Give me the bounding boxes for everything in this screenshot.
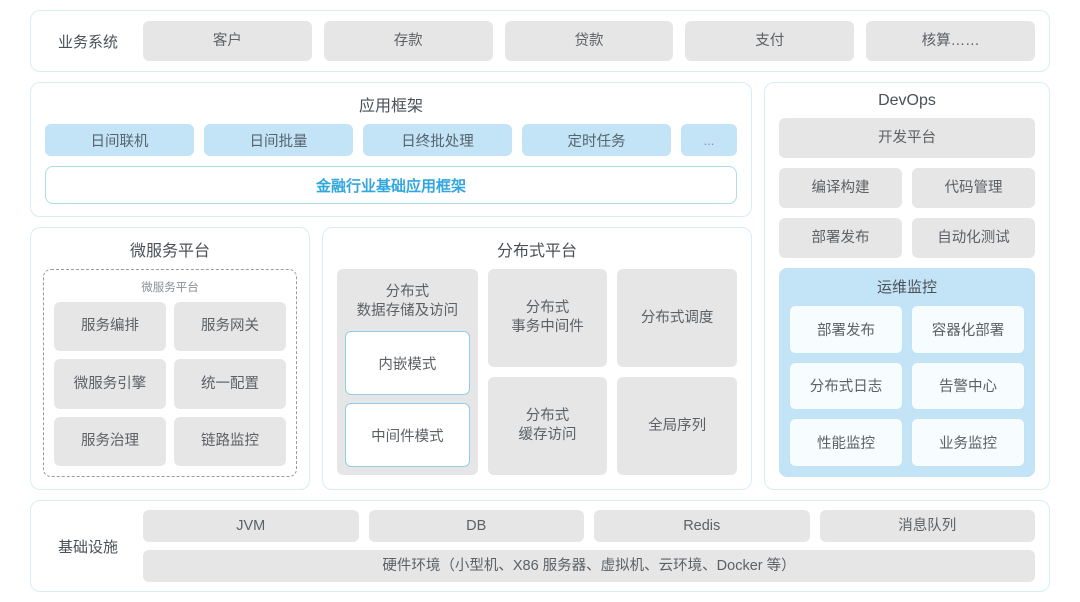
dp-card-0-line2: 事务中间件 — [511, 319, 584, 335]
infra-item-db[interactable]: DB — [368, 510, 584, 542]
ops-monitoring-grid: 部署发布 容器化部署 分布式日志 告警中心 性能监控 业务监控 — [789, 305, 1025, 467]
application-framework-title: 应用框架 — [358, 98, 423, 115]
infra-item-jvm[interactable]: JVM — [143, 510, 359, 542]
infra-item-message-queue[interactable]: 消息队列 — [819, 510, 1035, 542]
ms-item-trace-monitoring[interactable]: 链路监控 — [174, 416, 286, 466]
app-pill-daytime-batch[interactable]: 日间批量 — [204, 124, 353, 156]
application-framework-section: 应用框架 日间联机 日间批量 日终批处理 定时任务 ... 金融行业基础应用框架 — [30, 82, 752, 217]
devops-item-dev-platform[interactable]: 开发平台 — [779, 118, 1035, 158]
devops-section: DevOps 开发平台 编译构建 代码管理 部署发布 自动化测试 运维监控 部署… — [764, 82, 1050, 490]
infrastructure-list: JVM DB Redis 消息队列 — [143, 510, 1035, 542]
ops-monitoring-title: 运维监控 — [876, 279, 937, 296]
microservice-platform-subtitle: 微服务平台 — [141, 282, 199, 294]
microservice-platform-title: 微服务平台 — [129, 243, 210, 260]
dp-mode-embedded[interactable]: 内嵌模式 — [345, 331, 470, 396]
ms-item-service-orchestration[interactable]: 服务编排 — [54, 302, 166, 352]
dp-card-0-line1: 分布式 — [525, 300, 570, 317]
devops-grid: 编译构建 代码管理 部署发布 自动化测试 — [779, 168, 1035, 258]
devops-item-compile-build[interactable]: 编译构建 — [779, 168, 902, 208]
infra-item-hardware-environment[interactable]: 硬件环境（小型机、X86 服务器、虚拟机、云环境、Docker 等） — [143, 550, 1035, 582]
platform-lower-row: 微服务平台 微服务平台 服务编排 服务网关 微服务引擎 统一配置 服务治理 链路… — [30, 227, 752, 490]
application-framework-pills: 日间联机 日间批量 日终批处理 定时任务 ... — [45, 124, 737, 156]
ms-item-service-governance[interactable]: 服务治理 — [54, 416, 166, 466]
dp-card-transaction-middleware[interactable]: 分布式 事务中间件 — [487, 269, 608, 367]
infrastructure-content: JVM DB Redis 消息队列 硬件环境（小型机、X86 服务器、虚拟机、云… — [143, 510, 1035, 582]
ops-item-distributed-log[interactable]: 分布式日志 — [789, 361, 903, 411]
distributed-platform-title: 分布式平台 — [496, 243, 577, 260]
ops-item-deploy-release[interactable]: 部署发布 — [789, 305, 903, 354]
business-item-payment[interactable]: 支付 — [685, 21, 855, 61]
devops-item-automated-test[interactable]: 自动化测试 — [912, 218, 1035, 258]
ms-item-service-gateway[interactable]: 服务网关 — [174, 302, 286, 352]
ops-monitoring-section: 运维监控 部署发布 容器化部署 分布式日志 告警中心 性能监控 业务监控 — [779, 268, 1035, 477]
platform-layer: 应用框架 日间联机 日间批量 日终批处理 定时任务 ... 金融行业基础应用框架… — [30, 82, 1050, 490]
infrastructure-label: 基础设施 — [57, 538, 118, 556]
dp-card-global-sequence[interactable]: 全局序列 — [617, 377, 737, 475]
dp-card-2-line1: 分布式 — [525, 408, 570, 425]
finance-base-framework-banner: 金融行业基础应用框架 — [45, 166, 737, 204]
dp-storage-title-line2: 数据存储及访问 — [356, 303, 459, 320]
dp-storage-title-line1: 分布式 — [385, 284, 430, 300]
app-pill-eod-batch[interactable]: 日终批处理 — [363, 124, 512, 156]
business-system-section: 业务系统 客户 存款 贷款 支付 核算…… — [30, 10, 1050, 72]
business-system-list: 客户 存款 贷款 支付 核算…… — [143, 21, 1035, 61]
ops-item-performance-monitoring[interactable]: 性能监控 — [789, 418, 903, 467]
devops-item-deploy-release[interactable]: 部署发布 — [779, 218, 902, 258]
dp-storage-title: 分布式 数据存储及访问 — [345, 277, 470, 323]
infrastructure-section: 基础设施 JVM DB Redis 消息队列 硬件环境（小型机、X86 服务器、… — [30, 500, 1050, 592]
business-item-customer[interactable]: 客户 — [143, 21, 312, 61]
microservice-platform-section: 微服务平台 微服务平台 服务编排 服务网关 微服务引擎 统一配置 服务治理 链路… — [30, 227, 310, 490]
business-item-loan[interactable]: 贷款 — [504, 21, 674, 61]
microservice-platform-inner-box: 微服务平台 服务编排 服务网关 微服务引擎 统一配置 服务治理 链路监控 — [43, 269, 297, 477]
distributed-platform-cards: 分布式 事务中间件 分布式调度 分布式 缓存访问 — [487, 269, 737, 475]
app-pill-daytime-online[interactable]: 日间联机 — [45, 124, 194, 156]
dp-card-2-line2: 缓存访问 — [518, 427, 577, 443]
devops-title: DevOps — [878, 92, 936, 109]
infra-item-redis[interactable]: Redis — [594, 510, 810, 542]
distributed-platform-section: 分布式平台 分布式 数据存储及访问 内嵌模式 中间件模式 — [322, 227, 752, 490]
ops-item-alert-center[interactable]: 告警中心 — [911, 361, 1025, 411]
app-pill-scheduled-task[interactable]: 定时任务 — [522, 124, 671, 156]
ops-item-business-monitoring[interactable]: 业务监控 — [911, 418, 1025, 467]
business-item-accounting[interactable]: 核算…… — [866, 21, 1035, 61]
dp-mode-middleware[interactable]: 中间件模式 — [345, 403, 470, 467]
ops-item-container-deploy[interactable]: 容器化部署 — [911, 305, 1025, 354]
business-system-label: 业务系统 — [57, 33, 118, 51]
dp-card-distributed-cache[interactable]: 分布式 缓存访问 — [487, 377, 608, 475]
business-item-deposit[interactable]: 存款 — [323, 21, 493, 61]
dp-card-distributed-storage[interactable]: 分布式 数据存储及访问 内嵌模式 中间件模式 — [337, 269, 478, 475]
ms-item-unified-config[interactable]: 统一配置 — [174, 359, 286, 409]
platform-left-column: 应用框架 日间联机 日间批量 日终批处理 定时任务 ... 金融行业基础应用框架… — [30, 82, 752, 490]
microservice-platform-grid: 服务编排 服务网关 微服务引擎 统一配置 服务治理 链路监控 — [54, 302, 286, 466]
devops-item-code-management[interactable]: 代码管理 — [912, 168, 1035, 208]
ms-item-microservice-engine[interactable]: 微服务引擎 — [54, 359, 166, 409]
devops-body: 开发平台 编译构建 代码管理 部署发布 自动化测试 运维监控 部署发布 容器化部… — [779, 118, 1035, 477]
app-pill-more[interactable]: ... — [681, 124, 737, 156]
distributed-platform-body: 分布式 数据存储及访问 内嵌模式 中间件模式 分布式 事务中间件 — [337, 269, 737, 475]
dp-card-distributed-scheduling[interactable]: 分布式调度 — [617, 269, 737, 367]
